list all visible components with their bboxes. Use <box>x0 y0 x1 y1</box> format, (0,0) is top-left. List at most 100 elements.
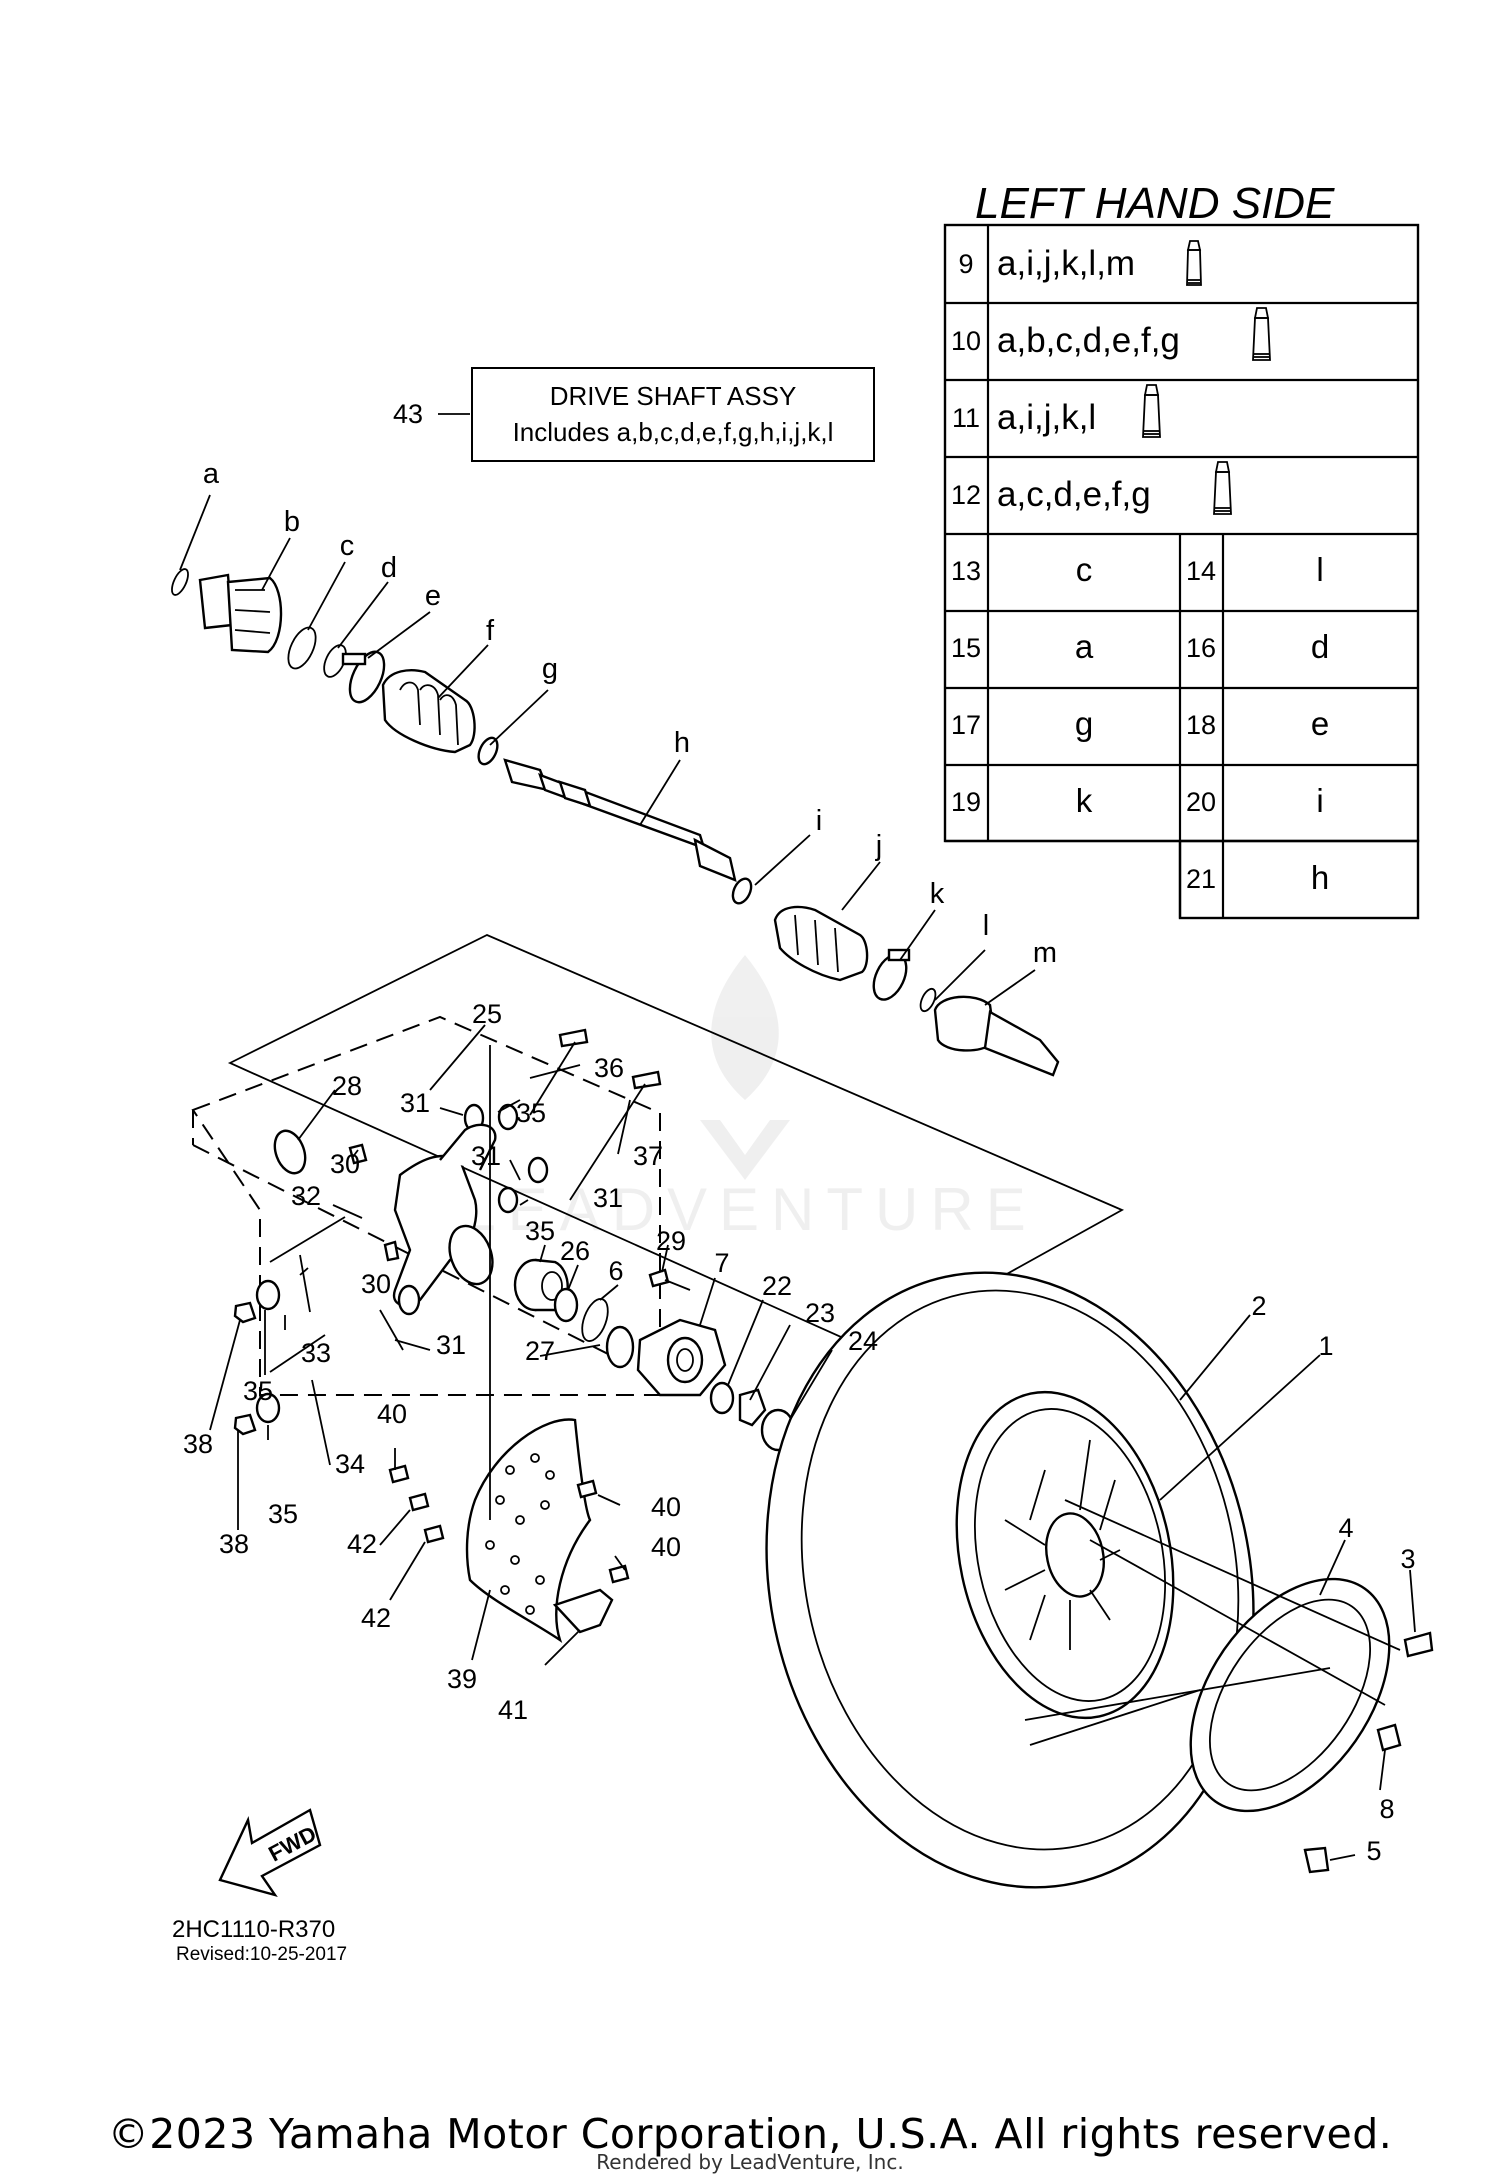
pair-row-part: i <box>1316 782 1323 819</box>
pair-row-num: 15 <box>951 633 981 663</box>
callout-label: 33 <box>301 1338 331 1368</box>
callout-label: 39 <box>447 1664 477 1694</box>
forward-arrow: FWD <box>218 1808 322 1898</box>
grease-tube-icon <box>1186 240 1202 286</box>
callout-label: 42 <box>361 1603 391 1633</box>
callout-label: m <box>1033 937 1057 969</box>
callout-label: l <box>983 910 989 942</box>
callout-label: 6 <box>608 1256 623 1286</box>
callout-label: a <box>203 458 220 490</box>
pair-row-part: d <box>1311 628 1329 665</box>
callout-labels: a b c d e f g h i j k l m 25 36 28 31 35… <box>183 458 1416 1866</box>
callout-label: d <box>381 552 397 584</box>
callout-label: e <box>425 580 441 612</box>
callout-label: 8 <box>1379 1794 1394 1824</box>
callout-label: 35 <box>525 1216 555 1246</box>
callout-label: 26 <box>560 1236 590 1266</box>
callout-label: 31 <box>593 1183 623 1213</box>
callout-label: 31 <box>471 1141 501 1171</box>
assy-ref-number: 43 <box>393 399 423 429</box>
callout-label: 37 <box>633 1141 663 1171</box>
callout-label: k <box>930 878 945 910</box>
callout-label: 38 <box>183 1429 213 1459</box>
callout-label: 36 <box>594 1053 624 1083</box>
callout-label: 1 <box>1318 1331 1333 1361</box>
pair-row-part: g <box>1075 705 1093 742</box>
grease-tube-icon <box>1213 461 1232 515</box>
kit-row-parts: a,b,c,d,e,f,g <box>997 321 1180 360</box>
assy-title: DRIVE SHAFT ASSY <box>550 381 797 411</box>
callout-label: b <box>284 506 300 538</box>
pair-row-part: e <box>1311 705 1329 742</box>
pair-row-num: 17 <box>951 710 981 740</box>
callout-label: 22 <box>762 1271 792 1301</box>
kit-row-num: 11 <box>952 403 980 433</box>
watermark-logo: LEADVENTURE <box>462 955 1026 1243</box>
revised-date: Revised:10-25-2017 <box>176 1944 347 1965</box>
callout-label: 38 <box>219 1529 249 1559</box>
callout-label: g <box>542 653 558 685</box>
pair-row-num: 14 <box>1186 556 1216 586</box>
rendered-by-notice: Rendered by LeadVenture, Inc. <box>596 2150 904 2174</box>
callout-label: 2 <box>1251 1291 1266 1321</box>
kit-row-num: 12 <box>951 480 981 510</box>
callout-label: 24 <box>848 1326 878 1356</box>
callout-label: 3 <box>1400 1544 1415 1574</box>
last-row-num: 21 <box>1186 864 1216 894</box>
pair-row-num: 19 <box>951 787 981 817</box>
callout-label: 42 <box>347 1529 377 1559</box>
pair-row-num: 20 <box>1186 787 1216 817</box>
kit-row-parts: a,i,j,k,l <box>997 398 1096 437</box>
kit-row-num: 10 <box>951 326 981 356</box>
callout-label: i <box>816 805 822 837</box>
kit-row-parts: a,c,d,e,f,g <box>997 475 1151 514</box>
callout-label: 35 <box>516 1098 546 1128</box>
parts-table: LEFT HAND SIDE 9 a,i,j,k,l,m 10 a,b,c,d,… <box>943 179 1420 920</box>
callout-label: 40 <box>651 1492 681 1522</box>
callout-label: f <box>486 615 495 647</box>
callout-label: 41 <box>498 1695 528 1725</box>
drive-shaft-assy-box: 43 DRIVE SHAFT ASSY Includes a,b,c,d,e,f… <box>393 367 875 462</box>
callout-label: 34 <box>335 1449 365 1479</box>
callout-label: 5 <box>1366 1836 1381 1866</box>
pair-row-part: l <box>1316 551 1323 588</box>
callout-label: 25 <box>472 999 502 1029</box>
kit-row-parts: a,i,j,k,l,m <box>997 244 1135 283</box>
callout-label: 30 <box>361 1269 391 1299</box>
wheel-tire <box>765 1271 1434 1889</box>
callout-label: c <box>340 530 355 562</box>
pair-row-num: 16 <box>1186 633 1216 663</box>
callout-label: 4 <box>1338 1513 1353 1543</box>
kit-row-num: 9 <box>958 249 973 279</box>
leader-lines <box>179 494 1416 1861</box>
callout-label: 31 <box>436 1330 466 1360</box>
callout-label: 35 <box>243 1376 273 1406</box>
callout-label: 23 <box>805 1298 835 1328</box>
callout-label: 29 <box>656 1226 686 1256</box>
pair-row-num: 13 <box>951 556 981 586</box>
copyright-notice: ©2023 Yamaha Motor Corporation, U.S.A. A… <box>107 2110 1393 2158</box>
grease-tube-icon <box>1252 307 1271 361</box>
brake-disc <box>388 1418 630 1643</box>
table-title: LEFT HAND SIDE <box>975 179 1335 228</box>
callout-label: 40 <box>377 1399 407 1429</box>
callout-label: 28 <box>332 1071 362 1101</box>
callout-label: j <box>875 830 882 862</box>
pair-row-part: k <box>1076 782 1093 819</box>
callout-label: h <box>674 727 690 759</box>
callout-label: 7 <box>714 1248 729 1278</box>
callout-label: 30 <box>330 1149 360 1179</box>
diagram-code: 2HC1110-R370 <box>172 1916 335 1943</box>
callout-label: 27 <box>525 1336 555 1366</box>
pair-row-part: a <box>1075 628 1094 665</box>
pair-row-part: c <box>1076 551 1093 588</box>
last-row-part: h <box>1311 859 1329 896</box>
callout-label: 35 <box>268 1499 298 1529</box>
callout-label: 31 <box>400 1088 430 1118</box>
callout-label: 32 <box>291 1181 321 1211</box>
grease-tube-icon <box>1142 384 1161 438</box>
callout-label: 40 <box>651 1532 681 1562</box>
pair-row-num: 18 <box>1186 710 1216 740</box>
drive-shaft-parts <box>171 568 1060 1077</box>
